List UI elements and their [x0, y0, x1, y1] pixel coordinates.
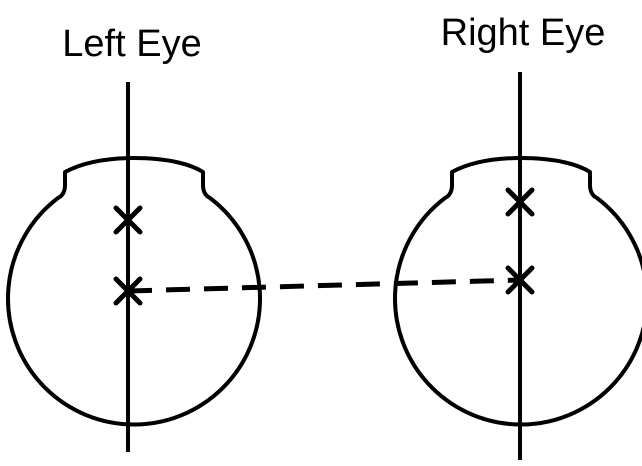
- dashed-connector-line: [127, 277, 521, 294]
- left-eye-upper-cross: [113, 205, 143, 235]
- left-eye-outline: [6, 156, 262, 427]
- right-eye-label: Right Eye: [441, 12, 606, 54]
- right-eye-upper-cross: [505, 187, 535, 217]
- right-eye-outline: [393, 156, 642, 427]
- left-eye-label: Left Eye: [62, 23, 201, 65]
- right-eye-lower-cross: [505, 265, 535, 295]
- left-eye-lower-cross: [113, 276, 143, 306]
